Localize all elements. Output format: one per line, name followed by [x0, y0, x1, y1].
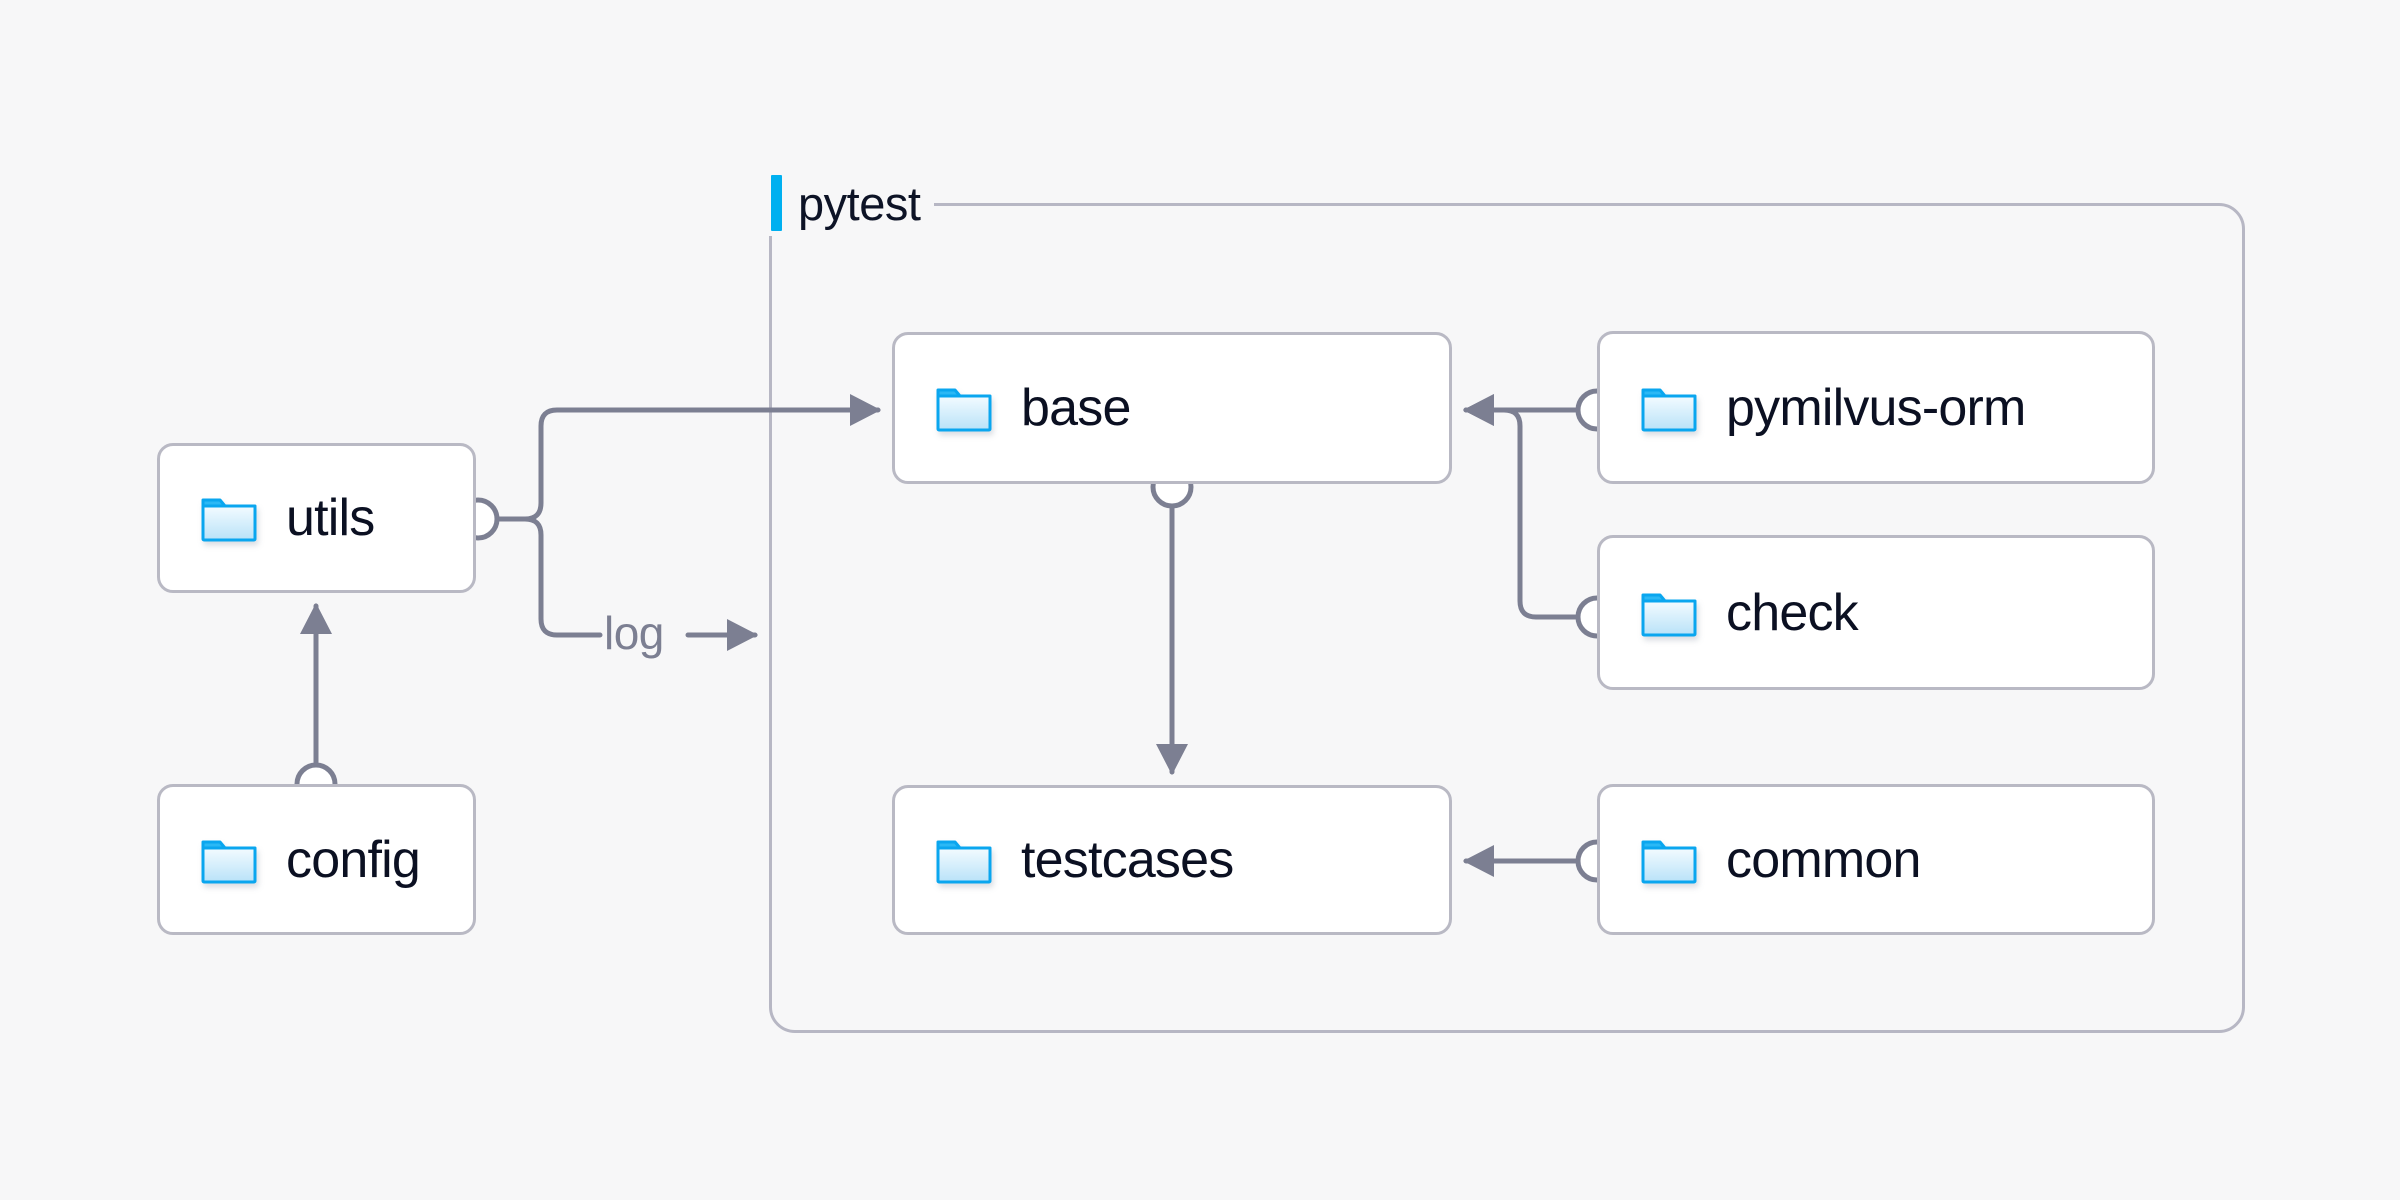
node-pymilvus-orm[interactable]: pymilvus-orm	[1597, 331, 2155, 484]
group-label-pytest: pytest	[757, 170, 935, 236]
node-testcases[interactable]: testcases	[892, 785, 1452, 935]
node-check[interactable]: check	[1597, 535, 2155, 690]
node-base[interactable]: base	[892, 332, 1452, 484]
folder-icon	[201, 840, 257, 883]
folder-icon	[936, 840, 992, 884]
folder-icon	[936, 388, 992, 432]
node-label: pymilvus-orm	[1726, 378, 2026, 437]
node-label: config	[286, 830, 421, 889]
folder-icon	[1641, 388, 1697, 431]
folder-icon	[1641, 840, 1697, 883]
group-container-pytest[interactable]	[769, 203, 2245, 1033]
node-common[interactable]: common	[1597, 784, 2155, 935]
edge-label-log: log	[604, 607, 664, 659]
node-label: testcases	[1021, 831, 1234, 889]
folder-icon	[201, 498, 257, 542]
group-accent-bar	[771, 175, 782, 231]
node-label: utils	[286, 489, 375, 547]
node-label: check	[1726, 583, 1859, 642]
edge-utils-to-pytest-log	[494, 516, 603, 638]
node-label: base	[1021, 379, 1131, 437]
group-title-text: pytest	[798, 176, 921, 230]
node-config[interactable]: config	[157, 784, 476, 935]
node-label: common	[1726, 830, 1921, 889]
folder-icon	[1641, 593, 1697, 636]
node-utils[interactable]: utils	[157, 443, 476, 593]
